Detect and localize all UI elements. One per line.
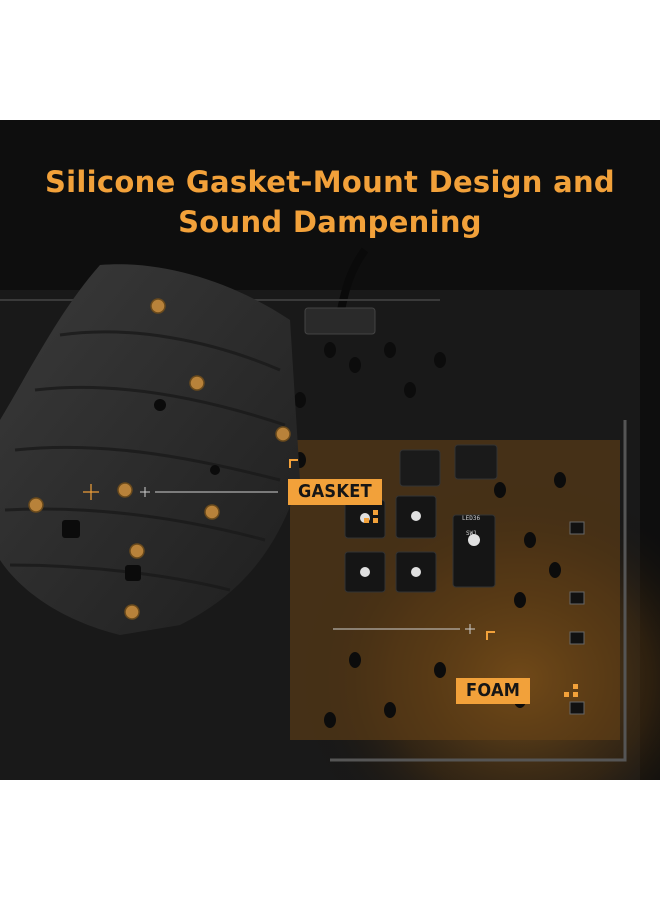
edge-connectors bbox=[569, 521, 585, 715]
switch-label-led36: LED36 bbox=[462, 515, 480, 522]
gasket-crosshair bbox=[83, 484, 99, 500]
gasket-dots bbox=[364, 510, 378, 523]
case-frame bbox=[330, 420, 627, 762]
usb-connector bbox=[304, 307, 376, 335]
gasket-pointer bbox=[140, 487, 278, 497]
switch-label-sw1: SW1 bbox=[466, 530, 477, 537]
foam-pointer bbox=[333, 624, 475, 634]
headline: Silicone Gasket-Mount Design and Sound D… bbox=[0, 162, 660, 242]
product-panel: Silicone Gasket-Mount Design and Sound D… bbox=[0, 120, 660, 780]
foam-label: FOAM bbox=[456, 678, 531, 704]
gasket-holes bbox=[62, 399, 220, 581]
foam-dots bbox=[564, 684, 578, 697]
pcb-silkscreen: SW1 LED36 bbox=[462, 515, 480, 537]
gasket-label: GASKET bbox=[288, 479, 382, 505]
switch-sockets bbox=[344, 444, 498, 593]
gasket-sheet bbox=[0, 264, 300, 635]
gasket-bracket bbox=[289, 459, 298, 468]
headline-line-1: Silicone Gasket-Mount Design and bbox=[45, 165, 615, 199]
foam-bracket bbox=[486, 631, 495, 640]
headline-line-2: Sound Dampening bbox=[178, 205, 482, 239]
mount-dots bbox=[28, 298, 291, 620]
